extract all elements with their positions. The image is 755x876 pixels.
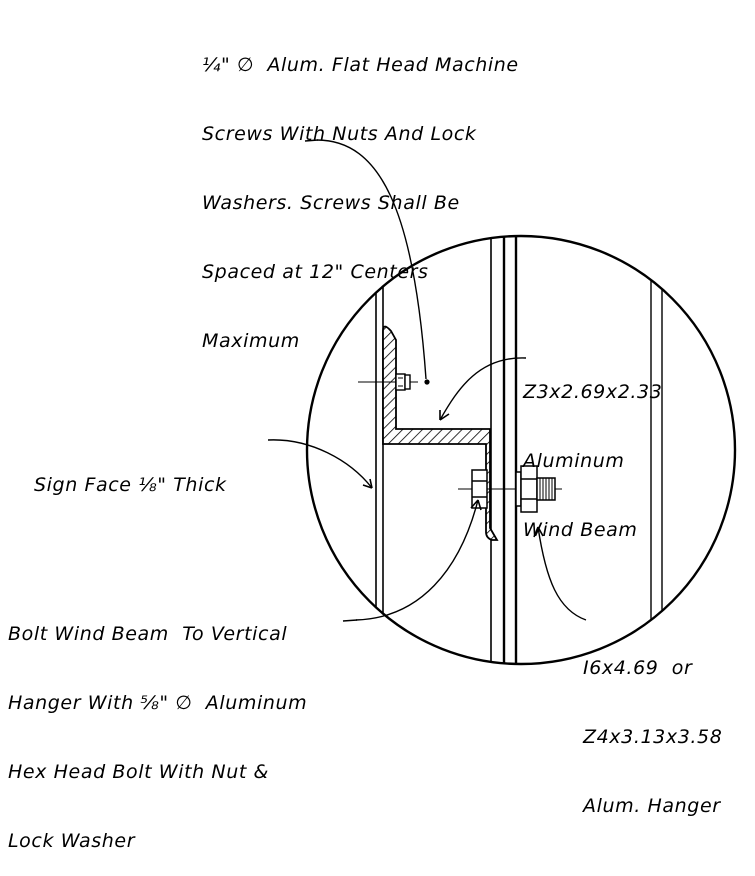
sign-face-leader: [267, 439, 373, 489]
screws-callout: ¼" ∅ Alum. Flat Head Machine Screws With…: [202, 8, 519, 376]
sign-face-arrow: [362, 478, 373, 489]
screws-leader-tick: [304, 139, 319, 142]
hanger-callout: I6x4.69 or Z4x3.13x3.58 Alum. Hanger: [583, 611, 722, 841]
vertical-hanger: [490, 236, 518, 664]
bolt-callout-line: Lock Washer: [8, 830, 136, 852]
screws-callout-line: ¼" ∅ Alum. Flat Head Machine: [202, 54, 519, 76]
screws-leader: [316, 139, 427, 380]
hanger-callout-line: Z4x3.13x3.58: [583, 726, 723, 748]
bolt-leader-tick: [342, 619, 358, 622]
wind-beam-leader: [439, 357, 527, 421]
hanger-arrow: [533, 526, 544, 538]
bolt-callout-line: Bolt Wind Beam To Vertical: [8, 623, 288, 645]
wind-beam-section: [382, 325, 499, 541]
hanger-callout-line: I6x4.69 or: [583, 657, 693, 679]
screws-callout-line: Washers. Screws Shall Be: [202, 192, 460, 214]
screws-callout-line: Maximum: [202, 330, 300, 352]
flat-head-screw: [358, 373, 418, 391]
wind-beam-arrow: [439, 410, 450, 421]
hanger-callout-line: Alum. Hanger: [583, 795, 721, 817]
sign-face-callout-line: Sign Face ⅛" Thick: [34, 474, 227, 496]
bolt-callout: Bolt Wind Beam To Vertical Hanger With ⅝…: [8, 577, 307, 876]
screws-callout-line: Screws With Nuts And Lock: [202, 123, 477, 145]
wind-beam-callout: Z3x2.69x2.33 Aluminum Wind Beam: [523, 335, 662, 565]
bolt-callout-line: Hex Head Bolt With Nut &: [8, 761, 269, 783]
screw-leader-dot: [424, 379, 430, 385]
wind-beam-callout-line: Z3x2.69x2.33: [523, 381, 663, 403]
screws-callout-line: Spaced at 12" Centers: [202, 261, 429, 283]
hanger-leader: [537, 526, 587, 621]
wind-beam-callout-line: Wind Beam: [523, 519, 638, 541]
sign-face-callout: Sign Face ⅛" Thick: [34, 428, 227, 520]
bolt-leader: [355, 499, 479, 621]
detail-circle: [305, 234, 737, 666]
detail-drawing: [267, 139, 737, 666]
hex-head-bolt: [458, 465, 562, 513]
bolt-arrow: [470, 499, 482, 511]
wind-beam-callout-line: Aluminum: [523, 450, 625, 472]
bolt-callout-line: Hanger With ⅝" ∅ Aluminum: [8, 692, 308, 714]
